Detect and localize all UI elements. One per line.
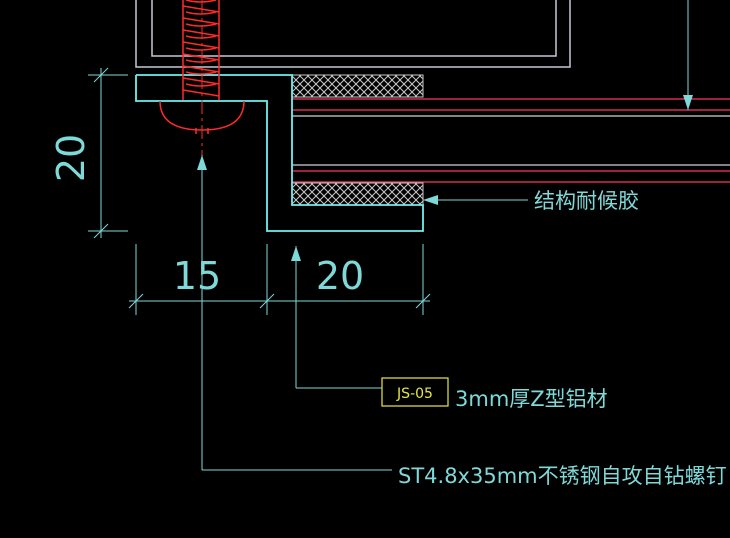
dimension-vertical-value: 20 bbox=[49, 134, 93, 182]
screw-leader bbox=[197, 155, 392, 471]
dimension-horizontal-left-value: 15 bbox=[173, 254, 221, 298]
sealant-leader bbox=[423, 195, 528, 205]
tag-label: JS-05 bbox=[396, 386, 433, 402]
frame-outline bbox=[135, 0, 571, 68]
dimension-horizontal-right-value: 20 bbox=[316, 254, 364, 298]
z-profile bbox=[135, 74, 424, 232]
sealant-block-bottom bbox=[291, 182, 424, 206]
right-leader-arrow bbox=[683, 0, 693, 110]
profile-leader bbox=[291, 246, 382, 389]
panel-lines-white bbox=[292, 115, 730, 166]
profile-label: 3mm厚Z型铝材 bbox=[455, 387, 608, 411]
glass-panel-lines bbox=[292, 98, 730, 183]
tag-box bbox=[381, 377, 449, 407]
screw-label: ST4.8x35mm不锈钢自攻自钻螺钉 bbox=[398, 464, 727, 488]
dimension-vertical bbox=[88, 67, 128, 239]
dimension-horizontal bbox=[128, 244, 431, 315]
sealant-label: 结构耐候胶 bbox=[534, 189, 639, 213]
screw-icon bbox=[159, 0, 245, 134]
sealant-block-top bbox=[291, 74, 424, 98]
